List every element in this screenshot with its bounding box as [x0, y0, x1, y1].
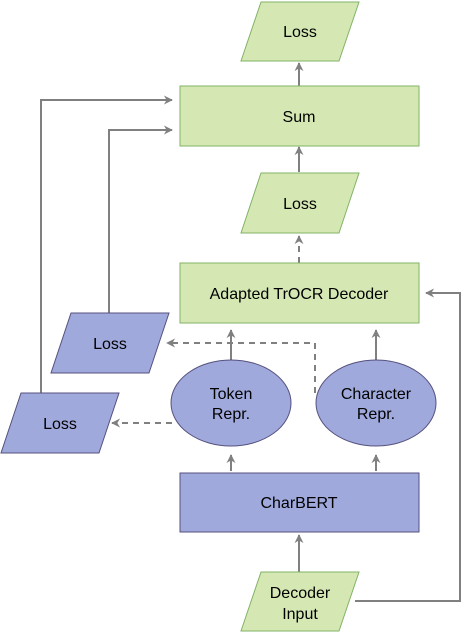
loss-left-lower-node: Loss — [0, 392, 120, 454]
token-repr-label-line2: Repr. — [212, 406, 250, 423]
loss-top-node: Loss — [240, 1, 360, 62]
edge-loss-left-upper-to-sum — [108, 125, 173, 314]
decoder-input-label-line1: Decoder — [270, 585, 331, 602]
decoder-node: Adapted TrOCR Decoder — [179, 262, 420, 324]
edge-loss-left-lower-to-sum — [40, 95, 173, 393]
token-repr-node: Token Repr. — [170, 359, 292, 447]
sum-label: Sum — [283, 109, 316, 126]
loss-mid-node: Loss — [240, 172, 360, 234]
character-repr-label-line2: Repr. — [357, 406, 395, 423]
loss-top-label: Loss — [283, 24, 317, 41]
sum-node: Sum — [179, 85, 420, 147]
loss-left-upper-node: Loss — [50, 312, 170, 374]
charbert-node: CharBERT — [179, 472, 420, 533]
loss-mid-label: Loss — [283, 196, 317, 213]
loss-left-lower-label: Loss — [43, 416, 77, 433]
character-repr-label-line1: Character — [341, 386, 412, 403]
charbert-label: CharBERT — [260, 495, 337, 512]
decoder-input-label-line2: Input — [282, 606, 318, 623]
edge-input-to-decoder — [355, 288, 461, 602]
loss-left-upper-label: Loss — [93, 336, 127, 353]
decoder-input-node: Decoder Input — [240, 571, 360, 632]
decoder-label: Adapted TrOCR Decoder — [210, 286, 389, 303]
character-repr-node: Character Repr. — [315, 359, 437, 447]
token-repr-label-line1: Token — [210, 386, 253, 403]
edge-char-to-loss-left-upper — [166, 338, 316, 393]
